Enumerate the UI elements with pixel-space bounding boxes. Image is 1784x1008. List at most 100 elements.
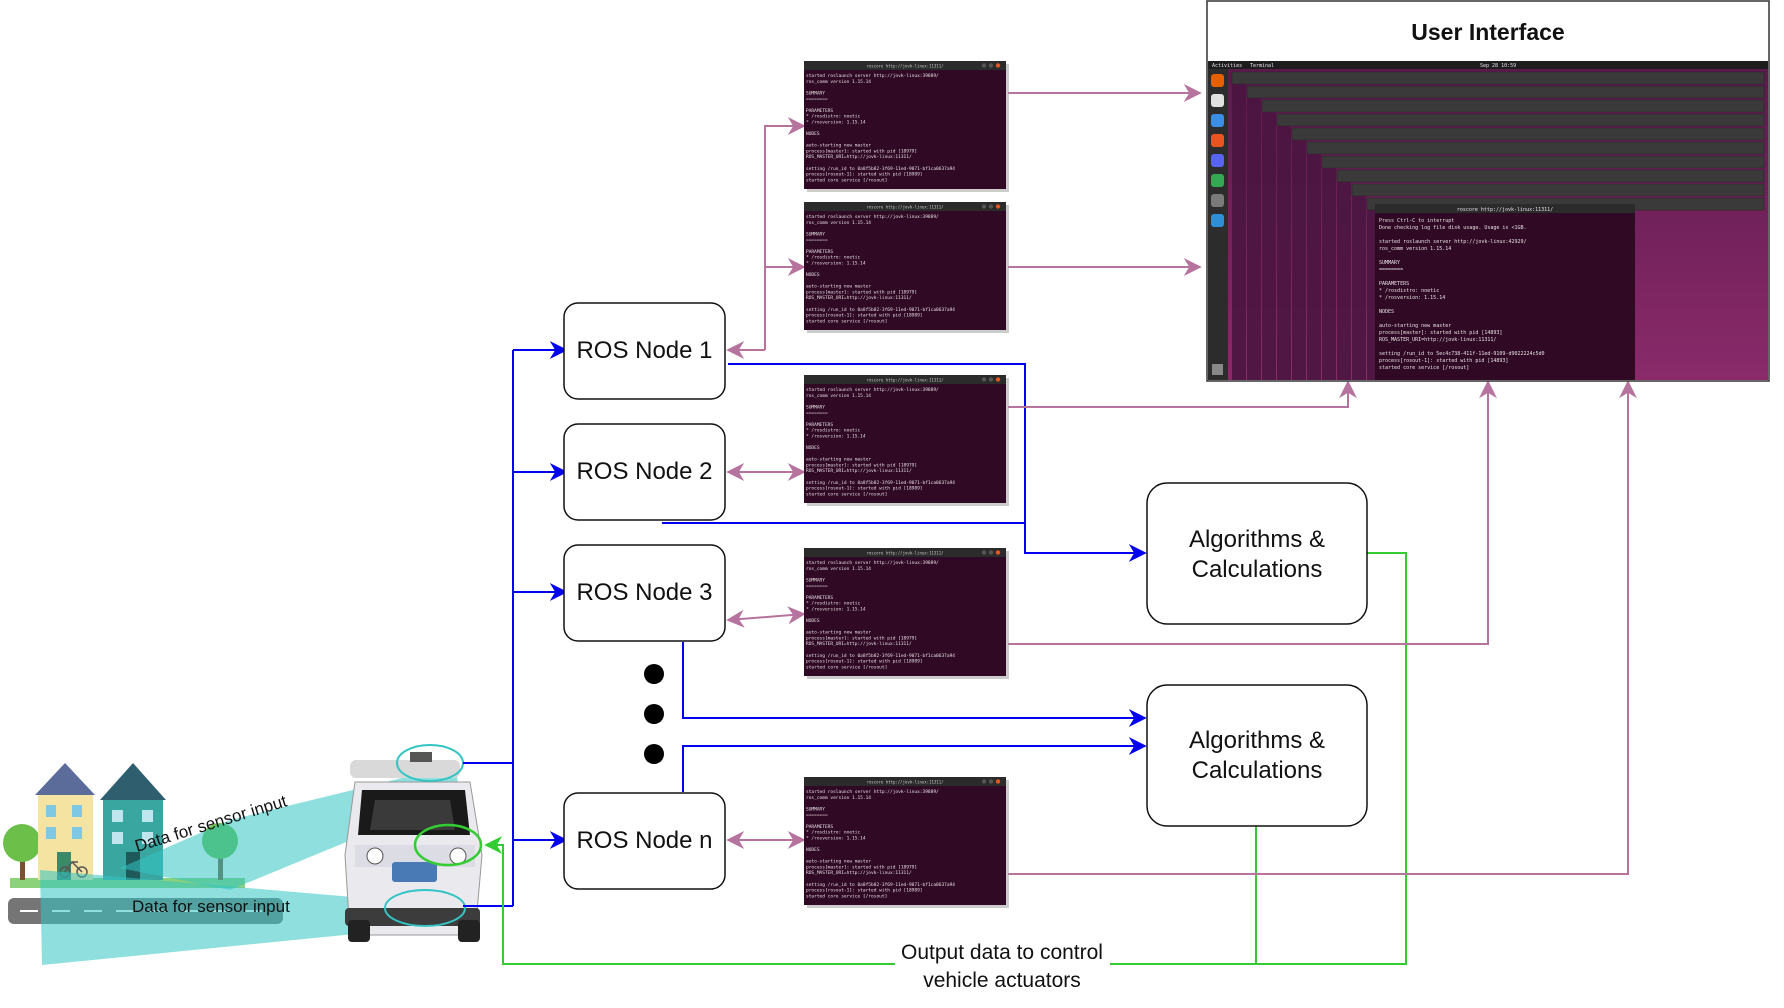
more-nodes-ellipsis xyxy=(644,664,664,764)
terminal-line: SUMMARY xyxy=(806,404,825,410)
ros-node-1: ROS Node 1 xyxy=(563,302,726,400)
ui-terminal-line: auto-starting new master xyxy=(1379,323,1451,329)
ui-terminal-line: process[rosout-1]: started with pid [148… xyxy=(1379,358,1508,364)
dock-app-icon[interactable] xyxy=(1211,74,1224,87)
terminal-line: PARAMETERS xyxy=(806,108,833,114)
ui-front-terminal-title: roscore http://jovk-linux:11311/ xyxy=(1457,207,1553,213)
terminal-window-4: roscore http://jovk-linux:11311/started … xyxy=(804,548,1009,679)
terminal-line: ======== xyxy=(806,584,828,589)
ui-terminal-line: * /rosversion: 1.15.14 xyxy=(1379,295,1445,301)
terminal-windows: roscore http://jovk-linux:11311/started … xyxy=(804,61,1009,908)
sensor-beam-lower xyxy=(40,870,445,965)
terminal-line: ROS_MASTER_URI=http://jovk-linux:11311/ xyxy=(806,154,912,160)
terminal-line: PARAMETERS xyxy=(806,422,833,428)
output-label-line2: vehicle actuators xyxy=(923,969,1081,992)
ui-topbar-app: Terminal xyxy=(1250,63,1274,69)
terminal-line: * /rosversion: 1.15.14 xyxy=(806,260,866,266)
terminal-window-2: roscore http://jovk-linux:11311/started … xyxy=(804,202,1009,333)
terminal-line: ROS_MASTER_URI=http://jovk-linux:11311/ xyxy=(806,295,912,301)
ui-title: User Interface xyxy=(1411,19,1564,45)
ui-terminal-line: ros_comm version 1.15.14 xyxy=(1379,246,1451,252)
terminal-line: auto-starting new master xyxy=(806,859,871,865)
ui-terminal-line: PARAMETERS xyxy=(1379,281,1409,287)
terminal-line: * /rosdistro: noetic xyxy=(806,830,860,836)
terminal-line: started roslaunch server http://jovk-lin… xyxy=(806,214,939,220)
dock-app-icon[interactable] xyxy=(1211,194,1224,207)
terminal-line: * /rosdistro: noetic xyxy=(806,428,860,434)
terminal-line: ROS_MASTER_URI=http://jovk-linux:11311/ xyxy=(806,641,912,647)
ui-terminal-line: NODES xyxy=(1379,309,1394,315)
terminal-line: process[master]: started with pid [18979… xyxy=(806,148,917,154)
bumper-sensor-marker xyxy=(384,889,466,927)
terminal-line: started roslaunch server http://jovk-lin… xyxy=(806,560,939,566)
ui-front-terminal: roscore http://jovk-linux:11311/ Press C… xyxy=(1375,204,1635,380)
terminal-line: NODES xyxy=(806,272,820,278)
terminal-line: started core service [/rosout] xyxy=(806,664,887,670)
terminal-window-title: roscore http://jovk-linux:11311/ xyxy=(866,551,944,556)
terminal-line: SUMMARY xyxy=(806,231,825,237)
algorithms-box-2: Algorithms & Calculations xyxy=(1146,684,1368,827)
dock-app-icon[interactable] xyxy=(1211,174,1224,187)
vehicle-icon xyxy=(344,752,483,942)
ui-terminal-line: ======== xyxy=(1379,267,1403,273)
terminal-line: started roslaunch server http://jovk-lin… xyxy=(806,387,939,393)
terminal-line: PARAMETERS xyxy=(806,249,833,255)
ui-dock-icons xyxy=(1211,74,1224,375)
terminal-line: process[master]: started with pid [18979… xyxy=(806,289,917,295)
algorithms-box-2-line1: Algorithms & xyxy=(1189,727,1325,754)
ui-terminal-line: started core service [/rosout] xyxy=(1379,365,1469,371)
terminal-line: process[rosout-1]: started with pid [189… xyxy=(806,313,923,319)
ros-node-n-label: ROS Node n xyxy=(576,827,712,854)
ros-node-3-label: ROS Node 3 xyxy=(576,579,712,606)
green-connections xyxy=(484,552,1407,965)
ui-terminal-line: SUMMARY xyxy=(1379,260,1400,266)
house-left-icon xyxy=(35,763,95,880)
ros-node-2-label: ROS Node 2 xyxy=(576,458,712,485)
ui-terminal-line: Press Ctrl-C to interrupt xyxy=(1379,218,1454,224)
ui-terminal-line: ROS_MASTER_URI=http://jovk-linux:11311/ xyxy=(1379,337,1496,343)
terminal-line: * /rosversion: 1.15.14 xyxy=(806,606,866,612)
terminal-line: ros_comm version 1.15.14 xyxy=(806,566,871,572)
dock-app-icon[interactable] xyxy=(1211,114,1224,127)
terminal-line: started roslaunch server http://jovk-lin… xyxy=(806,73,939,79)
terminal-line: setting /run_id to 0a8f5b82-3f69-11ed-90… xyxy=(806,653,955,659)
terminal-window-title: roscore http://jovk-linux:11311/ xyxy=(866,780,944,785)
tree-left-icon xyxy=(3,824,41,880)
street-scene: Data for sensor input Data for sensor in… xyxy=(3,744,483,965)
dock-app-icon[interactable] xyxy=(1211,154,1224,167)
pink-connections xyxy=(726,84,1637,875)
terminal-window-title: roscore http://jovk-linux:11311/ xyxy=(866,64,944,69)
terminal-line: process[rosout-1]: started with pid [189… xyxy=(806,172,923,178)
terminal-line: * /rosdistro: noetic xyxy=(806,114,860,120)
terminal-line: SUMMARY xyxy=(806,806,825,812)
dock-app-icon[interactable] xyxy=(1211,214,1224,227)
terminal-line: SUMMARY xyxy=(806,577,825,583)
ui-terminal-line: setting /run_id to 5ec4c738-411f-11ed-91… xyxy=(1379,351,1545,357)
terminal-line: started core service [/rosout] xyxy=(806,491,887,497)
terminal-line: ======== xyxy=(806,813,828,818)
terminal-line: * /rosversion: 1.15.14 xyxy=(806,119,866,125)
dock-app-icon[interactable] xyxy=(1211,94,1224,107)
ui-topbar-clock: Sep 28 10:59 xyxy=(1480,63,1516,69)
terminal-line: started roslaunch server http://jovk-lin… xyxy=(806,789,939,795)
terminal-line: ======== xyxy=(806,411,828,416)
terminal-line: ros_comm version 1.15.14 xyxy=(806,220,871,226)
ui-terminal-line: process[master]: started with pid [14893… xyxy=(1379,330,1502,336)
terminal-line: PARAMETERS xyxy=(806,595,833,601)
user-interface-panel: User Interface Activities Terminal Sep 2… xyxy=(1206,0,1770,382)
terminal-line: PARAMETERS xyxy=(806,824,833,830)
terminal-line: auto-starting new master xyxy=(806,630,871,636)
terminal-line: process[rosout-1]: started with pid [189… xyxy=(806,888,923,894)
terminal-line: started core service [/rosout] xyxy=(806,177,887,183)
terminal-line: * /rosdistro: noetic xyxy=(806,601,860,607)
algorithms-box-1-line2: Calculations xyxy=(1192,556,1323,583)
ros-node-1-label: ROS Node 1 xyxy=(576,337,712,364)
terminal-line: auto-starting new master xyxy=(806,143,871,149)
sensor-label-lower: Data for sensor input xyxy=(132,897,290,916)
app-grid-icon[interactable] xyxy=(1212,364,1223,375)
dock-app-icon[interactable] xyxy=(1211,134,1224,147)
terminal-line: ======== xyxy=(806,97,828,102)
terminal-line: * /rosversion: 1.15.14 xyxy=(806,433,866,439)
terminal-line: ros_comm version 1.15.14 xyxy=(806,393,871,399)
